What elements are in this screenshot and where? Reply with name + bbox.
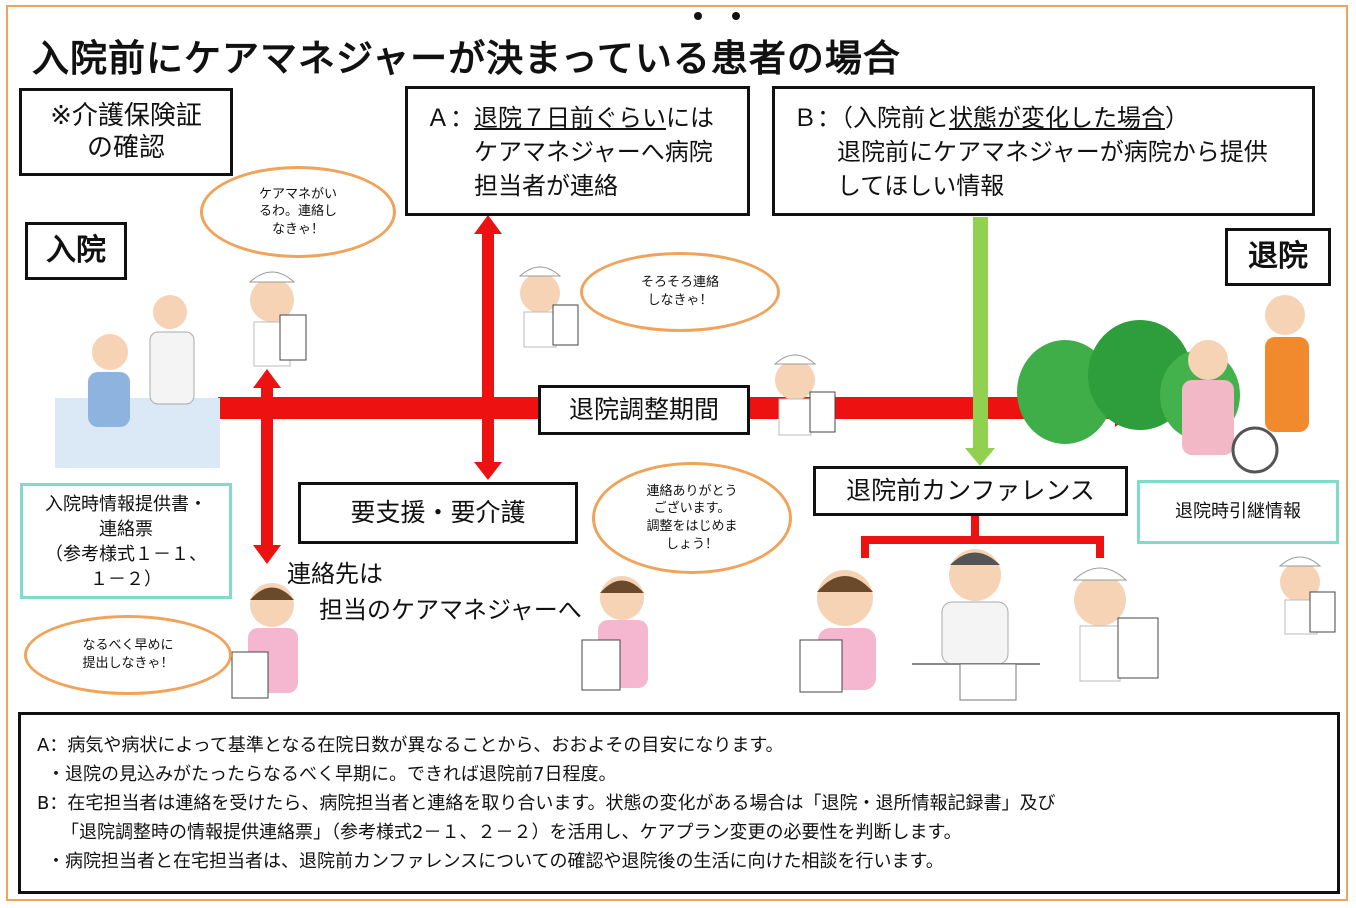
a-arrow-shaft [482, 232, 494, 467]
box-b-prefix: Ｂ：（入院前と [793, 104, 949, 132]
admission-label: 入院 [25, 222, 127, 280]
b-arrow-head [965, 448, 995, 466]
page-frame [6, 5, 1348, 901]
support-care-level-box: 要支援・要介護 [298, 482, 578, 544]
discharge-handover-info-box: 退院時引継情報 [1137, 480, 1339, 544]
box-a-underlined: 退院７日前ぐらい [474, 104, 666, 132]
nurse-illustration-3 [773, 354, 836, 436]
bubble-early: なるべく早めに 提出しなきゃ！ [24, 615, 232, 695]
note-b-2: 「退院調整時の情報提供連絡票」（参考様式2－１、２－２）を活用し、ケアプラン変更… [61, 822, 962, 843]
conference-bracket [861, 515, 1104, 558]
nurse-illustration-1 [248, 271, 307, 367]
discharge-adjustment-period: 退院調整期間 [538, 385, 750, 435]
note-b-1: B：在宅担当者は連絡を受けたら、病院担当者と連絡を取り合います。状態の変化がある… [37, 793, 1056, 814]
contact-note: 連絡先は担当のケアマネジャーへ [287, 556, 582, 628]
discharge-scene-illustration [1017, 295, 1309, 474]
nurse-illustration-2 [518, 266, 579, 348]
box-b-line2: 退院前にケアマネジャーが病院から提供 [837, 138, 1268, 166]
contact-arrow-shaft [261, 385, 273, 548]
box-a-prefix: Ａ： [426, 104, 474, 132]
discharge-label: 退院 [1225, 228, 1331, 286]
box-a-line3: 担当者が連絡 [474, 172, 618, 200]
b-arrow-shaft [973, 217, 988, 452]
contact-note-line1: 連絡先は [287, 560, 383, 588]
pre-discharge-conference-box: 退院前カンファレンス [813, 466, 1128, 516]
box-b-suffix: ） [1165, 104, 1189, 132]
admission-info-form-text: 入院時情報提供書・ 連絡票 （参考様式１－１、 １－２） [45, 494, 207, 590]
a-arrow-head-up [474, 215, 502, 234]
notes-box: A：病気や病状によって基準となる在院日数が異なることから、おおよその目安になりま… [18, 712, 1340, 894]
box-b-condition: Ｂ：（入院前と状態が変化した場合） 退院前にケアマネジャーが病院から提供 してほ… [772, 86, 1315, 216]
bubble-soon: そろそろ連絡 しなきゃ！ [580, 252, 780, 332]
bubble-thanks: 連絡ありがとう ございます。 調整をはじめま しょう！ [592, 462, 792, 574]
admission-info-form-box: 入院時情報提供書・ 連絡票 （参考様式１－１、 １－２） [20, 483, 232, 599]
box-b-underlined: 状態が変化した場合 [949, 104, 1165, 132]
note-b-3: ・病院担当者と在宅担当者は、退院前カンファレンスについての確認や退院後の生活に向… [47, 851, 944, 872]
bubble-caremanager: ケアマネがい るわ。連絡し なきゃ！ [200, 166, 396, 258]
emphasis-dots [690, 12, 750, 22]
page-title: 入院前にケアマネジャーが決まっている患者の場合 [32, 37, 901, 80]
box-a-line2: ケアマネジャーへ病院 [474, 138, 713, 166]
nurse-illustration-5 [1278, 556, 1336, 635]
contact-note-line2: 担当のケアマネジャーへ [319, 596, 582, 624]
box-a-timing: Ａ：退院７日前ぐらいには ケアマネジャーへ病院 担当者が連絡 [405, 86, 750, 216]
insurance-check-text: ※介護保険証 の確認 [50, 100, 202, 164]
box-b-line3: してほしい情報 [837, 172, 1005, 200]
care-manager-illustration-3 [799, 570, 876, 693]
note-a-1: A：病気や病状によって基準となる在院日数が異なることから、おおよその目安になりま… [37, 735, 784, 756]
admission-scene-illustration [55, 295, 220, 468]
nurse-illustration-4 [1072, 567, 1159, 682]
a-arrow-head-down [474, 462, 502, 480]
note-a-2: ・退院の見込みがたったらなるべく早期に。できれば退院前7日程度。 [47, 764, 617, 785]
contact-arrow-head-up [253, 369, 281, 388]
care-manager-illustration-1 [231, 583, 298, 699]
insurance-check-box: ※介護保険証 の確認 [19, 88, 233, 176]
box-a-rest: には [666, 104, 714, 132]
doctor-illustration [912, 549, 1040, 701]
care-manager-illustration-2 [581, 576, 648, 691]
contact-arrow-head-down [253, 545, 281, 564]
